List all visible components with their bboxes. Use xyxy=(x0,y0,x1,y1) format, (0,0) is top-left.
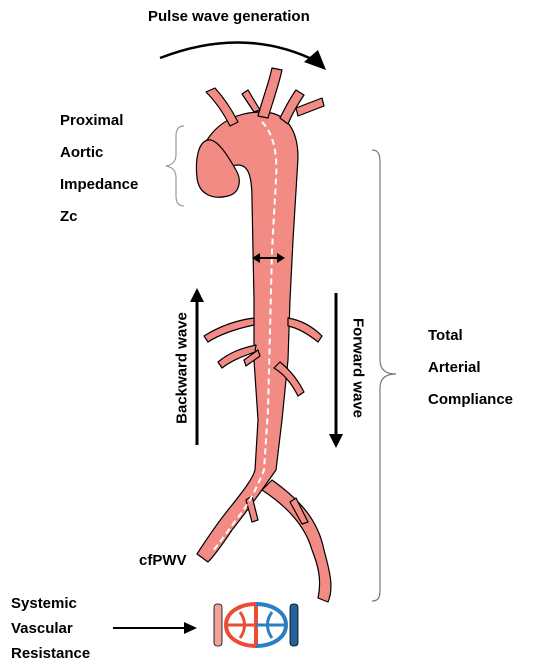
compliance-label: Compliance xyxy=(428,392,513,407)
forward-wave-label: Forward wave xyxy=(351,318,366,418)
down-arrow-head xyxy=(329,434,343,448)
zc-label: Zc xyxy=(60,209,78,224)
aortic-label: Aortic xyxy=(60,145,103,160)
right-arrow-head xyxy=(184,622,197,634)
systemic-label: Systemic xyxy=(11,596,77,611)
resistance-label: Resistance xyxy=(11,646,90,661)
arterial-label: Arterial xyxy=(428,360,481,375)
mid-branch-right xyxy=(288,318,322,342)
resistance-vessel-icon xyxy=(214,604,298,646)
backward-wave-label: Backward wave xyxy=(175,312,190,424)
up-arrow-head xyxy=(190,288,204,302)
curved-arrow-icon xyxy=(160,42,318,62)
proximal-label: Proximal xyxy=(60,113,123,128)
right-brace xyxy=(372,150,396,601)
impedance-label: Impedance xyxy=(60,177,138,192)
total-label: Total xyxy=(428,328,463,343)
left-brace xyxy=(166,126,184,206)
curved-arrow-head xyxy=(304,50,326,70)
mid-branch-left xyxy=(204,318,254,342)
vascular-label: Vascular xyxy=(11,621,73,636)
arch-branch-1 xyxy=(206,88,238,126)
arch-twig-1 xyxy=(242,90,260,112)
arch-branch-2 xyxy=(258,68,282,118)
cfpwv-label: cfPWV xyxy=(139,553,187,568)
title: Pulse wave generation xyxy=(148,9,310,24)
artery-tree xyxy=(196,68,331,602)
